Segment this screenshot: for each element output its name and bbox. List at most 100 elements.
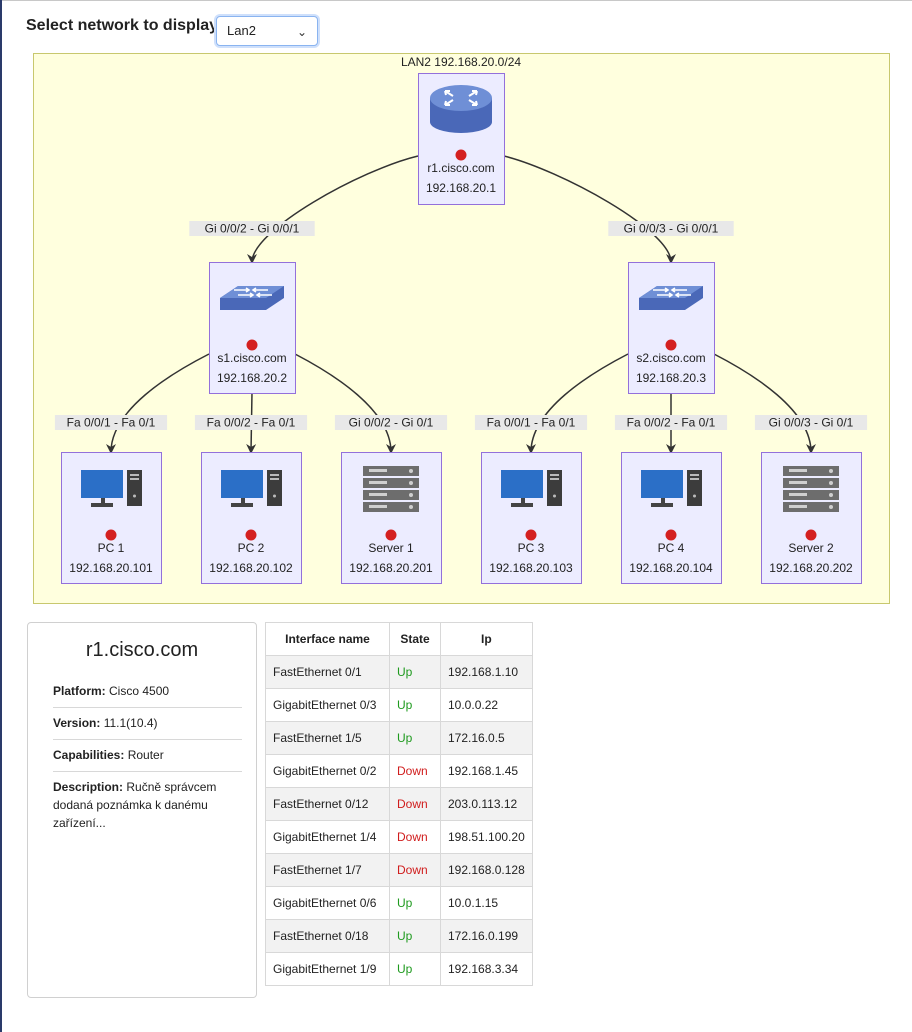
link-label: Gi 0/0/2 - Gi 0/1 [334,415,448,430]
router-icon [430,85,492,133]
ip-cell: 192.168.1.10 [440,655,533,689]
state-cell: Up [389,952,441,986]
interface-name-cell: GigabitEthernet 1/4 [265,820,390,854]
svg-text:Fa 0/0/2 - Fa 0/1: Fa 0/0/2 - Fa 0/1 [207,416,296,430]
state-cell: Up [389,919,441,953]
window-top-border [0,0,912,1]
svg-text:Fa 0/0/2 - Fa 0/1: Fa 0/0/2 - Fa 0/1 [627,416,716,430]
node-name: PC 2 [238,541,265,555]
interface-name-cell: GigabitEthernet 1/9 [265,952,390,986]
link-label: Gi 0/0/2 - Gi 0/0/1 [189,221,315,236]
lan-group-label: LAN2 192.168.20.0/24 [401,55,521,69]
network-select[interactable]: Lan2 ⌄ [216,16,318,46]
svg-text:Gi 0/0/2 - Gi 0/1: Gi 0/0/2 - Gi 0/1 [349,416,434,430]
svg-text:Fa 0/0/1 - Fa 0/1: Fa 0/0/1 - Fa 0/1 [67,416,156,430]
host-node-server-1[interactable]: Server 1 192.168.20.201 [341,452,442,584]
node-ip: 192.168.20.101 [69,561,153,575]
ip-cell: 10.0.0.22 [440,688,533,722]
ip-cell: 172.16.0.199 [440,919,533,953]
node-name: PC 4 [658,541,685,555]
link-label: Fa 0/0/2 - Fa 0/1 [194,415,308,430]
pc-icon [641,470,702,507]
interface-name-cell: GigabitEthernet 0/2 [265,754,390,788]
status-dot [665,529,677,541]
node-name: Server 2 [788,541,834,555]
device-description: Description: Ručně správcem dodaná pozná… [53,780,217,830]
link-line [106,353,210,454]
pc-icon [501,470,562,507]
ip-cell: 203.0.113.12 [440,787,533,821]
link-line [713,353,816,454]
link-line [526,353,629,454]
state-cell: Down [389,787,441,821]
interface-name-cell: FastEthernet 0/18 [265,919,390,953]
link-line [247,155,419,264]
network-select-label: Select network to display [26,17,219,34]
link-label: Fa 0/0/1 - Fa 0/1 [54,415,168,430]
ip-cell: 192.168.3.34 [440,952,533,986]
ip-cell: 192.168.0.128 [440,853,533,887]
interface-name-cell: FastEthernet 0/1 [265,655,390,689]
switch-node-s2[interactable]: s2.cisco.com 192.168.20.3 [628,262,715,394]
interfaces-table: Interface name State Ip FastEthernet 0/1… [265,622,533,986]
host-node-pc-2[interactable]: PC 2 192.168.20.102 [201,452,302,584]
host-node-pc-4[interactable]: PC 4 192.168.20.104 [621,452,722,584]
node-ip: 192.168.20.1 [426,181,496,195]
interface-name-cell: FastEthernet 0/12 [265,787,390,821]
node-name: PC 1 [98,541,125,555]
pc-icon [81,470,142,507]
column-header-ip: Ip [440,622,533,656]
state-cell: Up [389,655,441,689]
status-dot [245,529,257,541]
node-ip: 192.168.20.201 [349,561,433,575]
interface-name-cell: GigabitEthernet 0/3 [265,688,390,722]
device-capabilities: Capabilities: Router [53,740,242,772]
state-cell: Up [389,688,441,722]
link-label: Fa 0/0/2 - Fa 0/1 [614,415,728,430]
interface-name-cell: GigabitEthernet 0/6 [265,886,390,920]
interface-name-cell: FastEthernet 1/5 [265,721,390,755]
host-node-server-2[interactable]: Server 2 192.168.20.202 [761,452,862,584]
router-node-r1[interactable]: r1.cisco.com 192.168.20.1 [418,73,505,205]
server-icon [363,466,419,512]
status-dot [525,529,537,541]
node-ip: 192.168.20.102 [209,561,293,575]
column-header-interface: Interface name [265,622,390,656]
chevron-down-icon: ⌄ [296,25,307,39]
link-line [294,353,396,454]
node-name: r1.cisco.com [427,161,494,175]
svg-text:Gi 0/0/3 - Gi 0/1: Gi 0/0/3 - Gi 0/1 [769,416,854,430]
status-dot [455,149,467,161]
host-node-pc-1[interactable]: PC 1 192.168.20.101 [61,452,162,584]
state-cell: Down [389,853,441,887]
switch-icon [639,286,703,310]
node-name: s1.cisco.com [217,351,286,365]
interface-name-cell: FastEthernet 1/7 [265,853,390,887]
status-dot [105,529,117,541]
link-label: Gi 0/0/3 - Gi 0/1 [754,415,868,430]
device-version: Version: 11.1(10.4) [53,708,242,740]
node-name: s2.cisco.com [636,351,705,365]
node-name: Server 1 [368,541,414,555]
status-dot [385,529,397,541]
link-label: Gi 0/0/3 - Gi 0/0/1 [608,221,734,236]
node-ip: 192.168.20.104 [629,561,713,575]
ip-cell: 198.51.100.20 [440,820,533,854]
node-ip: 192.168.20.3 [636,371,706,385]
network-diagram: LAN2 192.168.20.0/24 r1.cisco.com 192.168… [33,53,890,604]
window-left-border [0,0,2,1032]
table-header-row: Interface name State Ip [265,622,533,656]
node-ip: 192.168.20.202 [769,561,853,575]
status-dot [805,529,817,541]
